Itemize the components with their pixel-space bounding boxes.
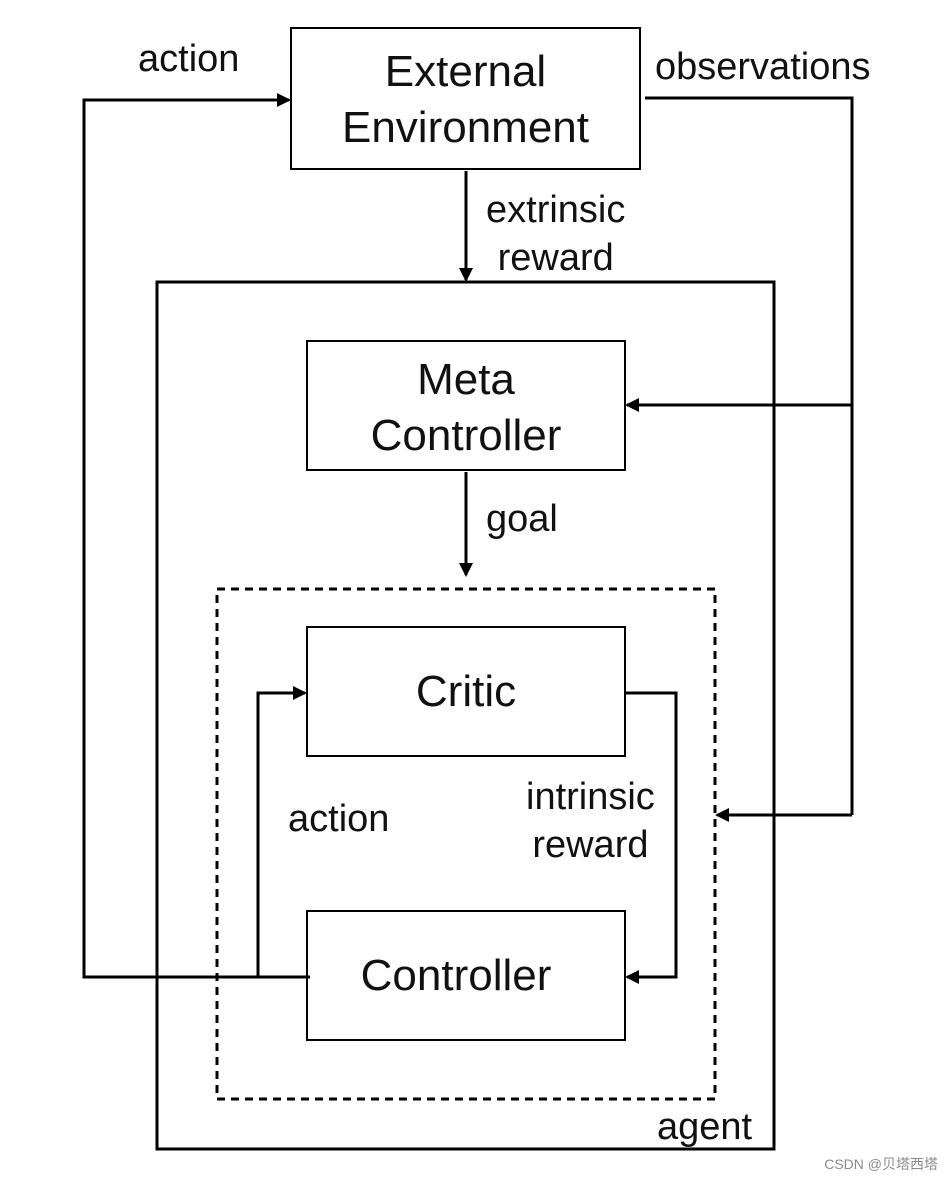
agent-box <box>155 280 776 1151</box>
intrinsic-reward-arrow <box>625 691 678 984</box>
action-inner-arrow <box>256 686 307 977</box>
intrinsic-reward-line1: intrinsic <box>526 776 655 818</box>
action-inner-label: action <box>288 798 390 840</box>
extrinsic-reward-line2: reward <box>497 237 614 279</box>
observations-line <box>645 96 854 815</box>
observations-label: observations <box>655 46 871 88</box>
action-outer-label: action <box>138 38 240 80</box>
controller-title: Controller <box>297 948 615 1004</box>
action-outer-arrow <box>82 93 310 979</box>
external-environment-box <box>290 27 641 170</box>
critic-label: Critic <box>415 667 517 716</box>
controller-label: Controller <box>360 951 552 1000</box>
intrinsic-reward-label: intrinsic reward <box>526 773 655 869</box>
watermark: CSDN @贝塔西塔 <box>824 1156 938 1172</box>
critic-title: Critic <box>307 664 625 720</box>
external-environment-line2: Environment <box>341 103 589 152</box>
meta-controller-line1: Meta <box>417 355 515 404</box>
agent-label: agent <box>657 1106 753 1148</box>
external-environment-line1: External <box>384 47 547 96</box>
external-environment-title: External Environment <box>291 44 640 156</box>
meta-controller-line2: Controller <box>370 411 562 460</box>
extrinsic-reward-label: extrinsic reward <box>486 186 625 282</box>
intrinsic-reward-line2: reward <box>532 824 649 866</box>
extrinsic-reward-line1: extrinsic <box>486 189 626 231</box>
meta-controller-title: Meta Controller <box>307 352 625 464</box>
goal-label: goal <box>486 498 558 540</box>
